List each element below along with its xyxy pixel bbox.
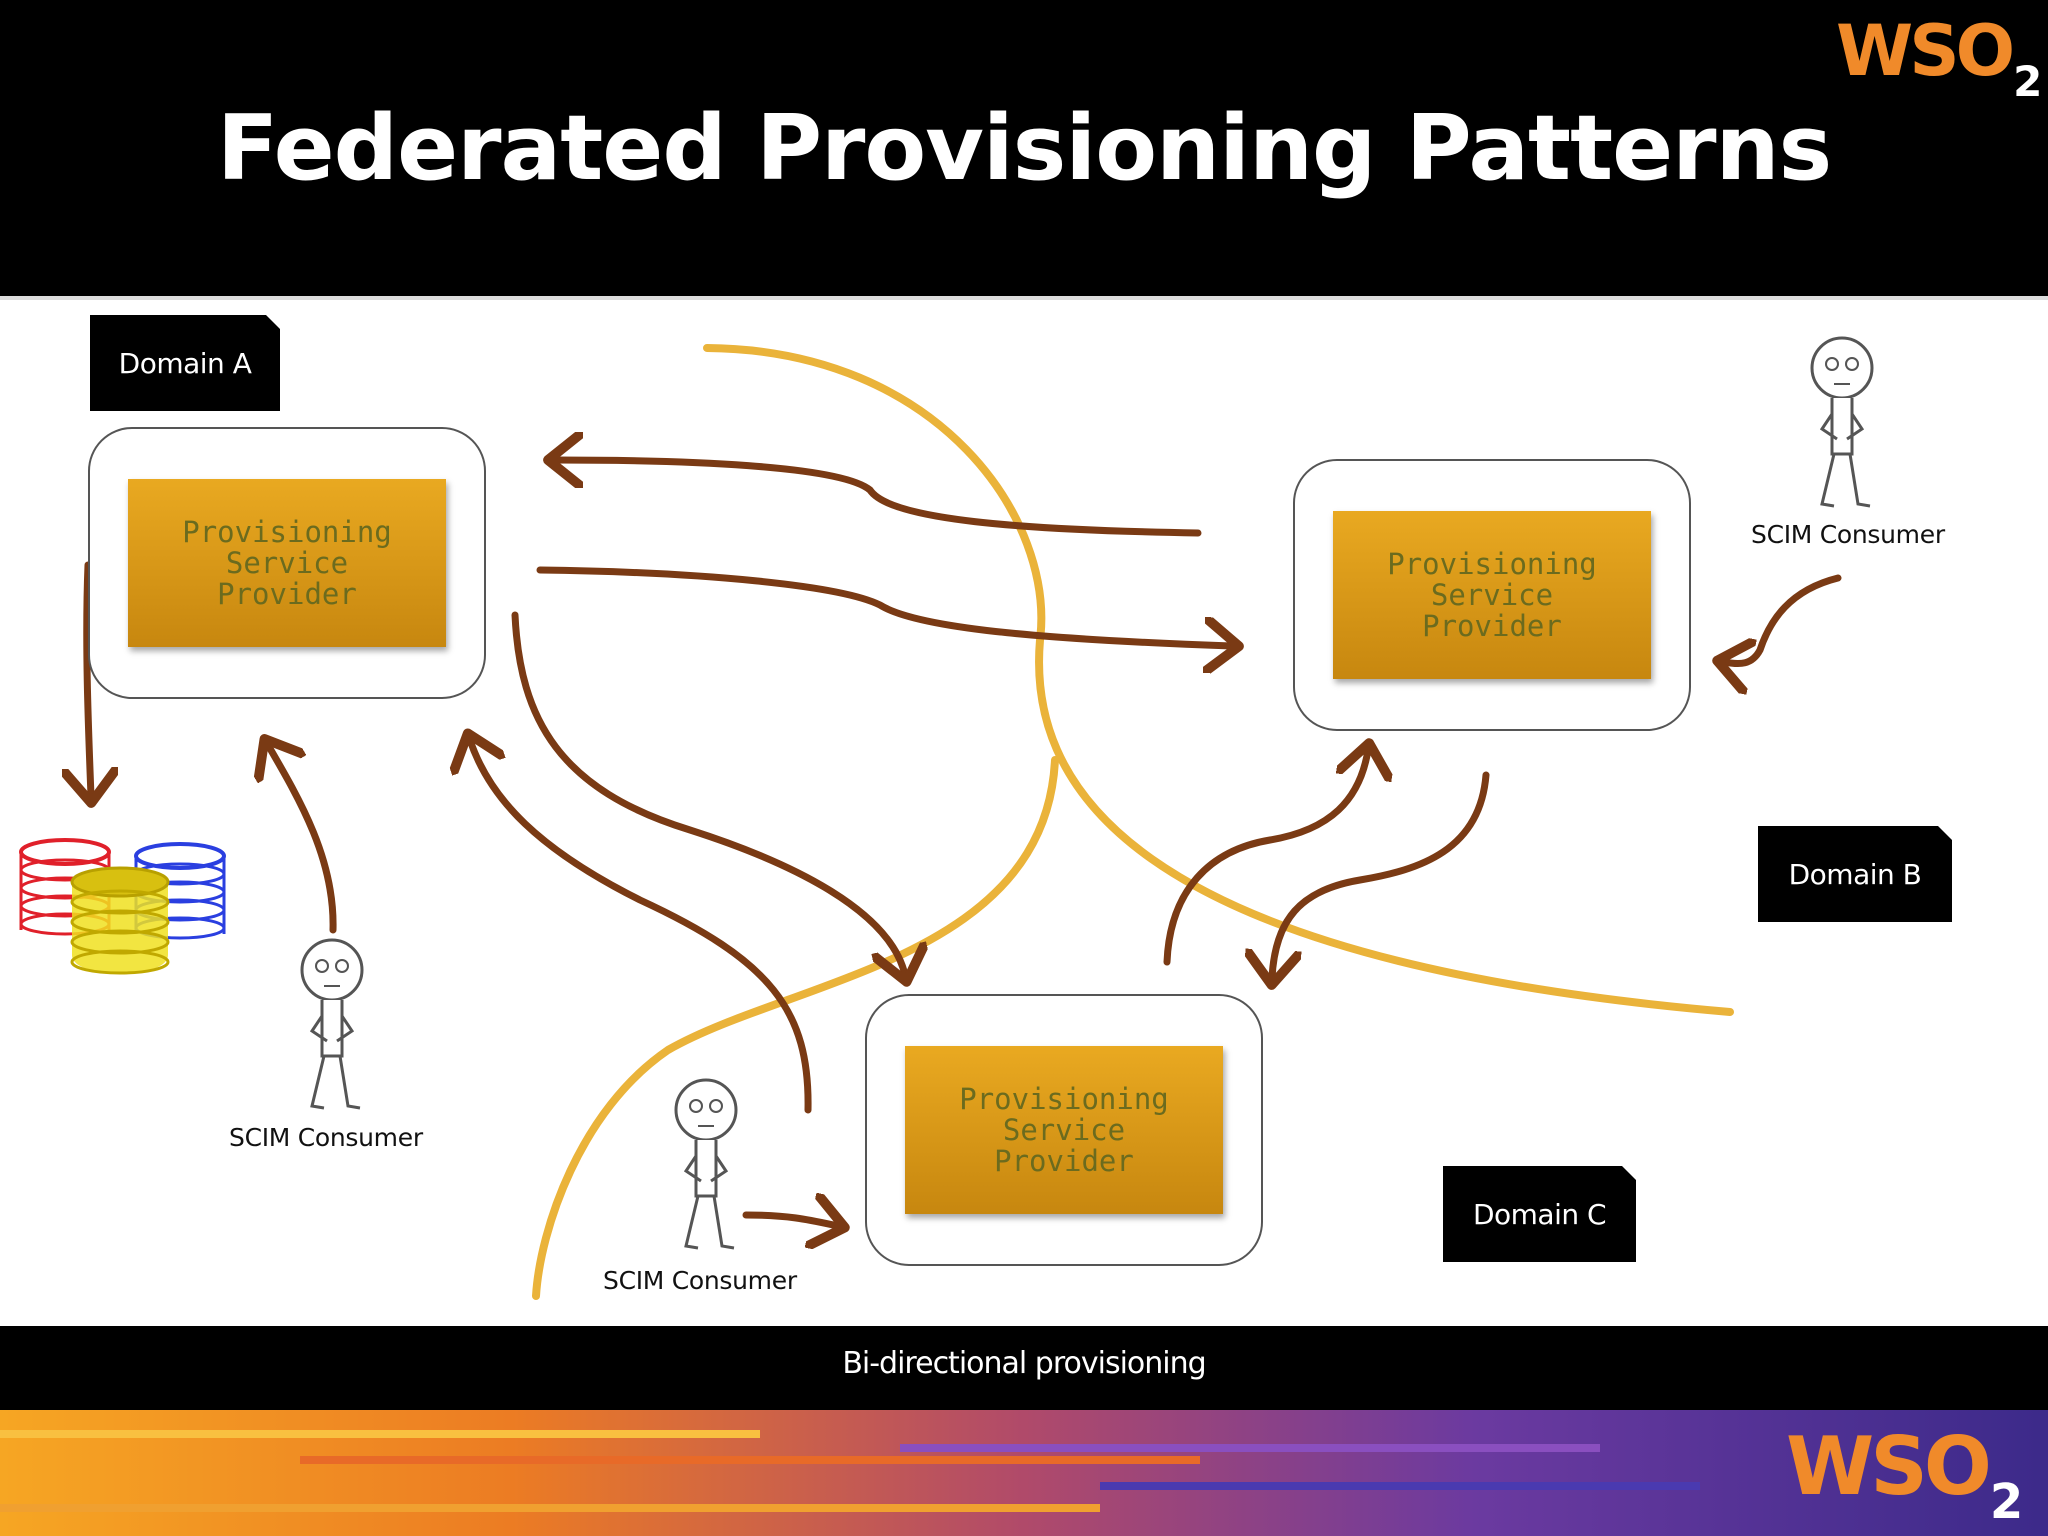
psp-domain-c-label: Provisioning Service Provider [959, 1081, 1169, 1178]
arrow-consumer-c-to-c [742, 1215, 838, 1226]
scim-consumer-a-label: SCIM Consumer [229, 1123, 423, 1152]
psp-domain-c: Provisioning Service Provider [865, 994, 1263, 1266]
scim-consumer-b-label: SCIM Consumer [1751, 520, 1945, 549]
slide-caption: Bi-directional provisioning [842, 1346, 1206, 1381]
slide-header [0, 0, 2048, 296]
domain-boundary-curve [532, 756, 1059, 1300]
stick-figure-icon [300, 938, 364, 1110]
arrow-consumer-b-to-b [1724, 574, 1842, 664]
domain-a-label: Domain A [90, 315, 280, 411]
wso2-logo: WSO2 [1786, 1420, 2023, 1530]
wso2-logo: WSO2 [1836, 10, 2042, 106]
arrow-b-to-a [555, 460, 1202, 537]
database-stack-icon [19, 838, 226, 975]
database-yellow [70, 866, 170, 975]
domain-b-label: Domain B [1758, 826, 1952, 922]
header-divider [0, 296, 2048, 304]
domain-boundary-curve [703, 344, 1734, 1016]
psp-domain-c-inner: Provisioning Service Provider [905, 1046, 1223, 1214]
arrow-a-to-c [511, 611, 905, 975]
psp-domain-b: Provisioning Service Provider [1293, 459, 1691, 731]
psp-domain-a-inner: Provisioning Service Provider [128, 479, 446, 647]
arrow-b-to-c [1272, 771, 1490, 978]
arrow-consumer-a-to-a [268, 745, 337, 934]
psp-domain-a: Provisioning Service Provider [88, 427, 486, 699]
psp-domain-b-inner: Provisioning Service Provider [1333, 511, 1651, 679]
stick-figure-icon [1810, 336, 1874, 508]
arrow-c-to-b [1163, 750, 1368, 966]
arrow-a-to-b [536, 566, 1232, 646]
psp-domain-a-label: Provisioning Service Provider [182, 514, 392, 611]
scim-consumer-c-label: SCIM Consumer [603, 1266, 797, 1295]
arrow-c-to-a [470, 740, 812, 1114]
arrow-a-to-db [87, 561, 91, 796]
domain-c-label: Domain C [1443, 1166, 1636, 1262]
slide-title: Federated Provisioning Patterns [216, 96, 1832, 201]
slide-footer [0, 1326, 2048, 1410]
stick-figure-icon [674, 1078, 738, 1250]
psp-domain-b-label: Provisioning Service Provider [1387, 546, 1597, 643]
footer-color-band [0, 1410, 2048, 1536]
